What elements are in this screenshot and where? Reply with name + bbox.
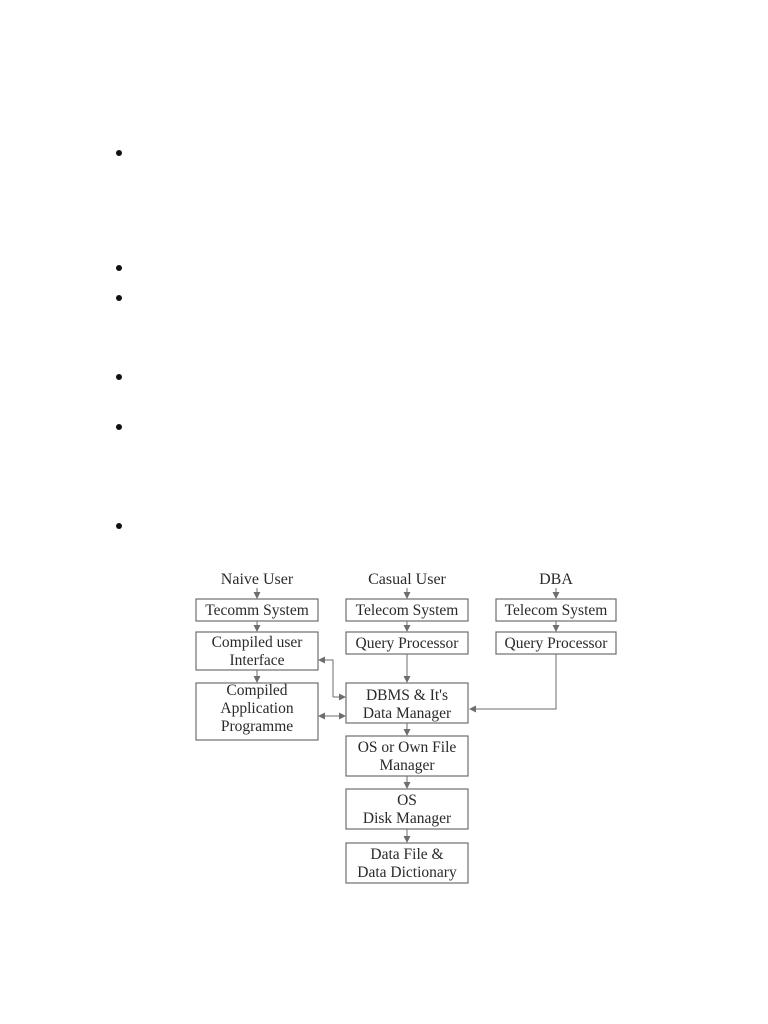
box-label: Telecom System (505, 602, 608, 619)
bullet-marker (116, 265, 122, 271)
box-label: Compiled (226, 682, 287, 699)
box-label: Disk Manager (363, 810, 452, 827)
box-label: Manager (379, 757, 435, 774)
box-compiled-user-interface (195, 631, 319, 671)
arrow-dba-query-to-dbms (469, 654, 557, 713)
box-label: Programme (221, 718, 293, 735)
box-label: Compiled user (212, 634, 304, 651)
box-label: Interface (229, 652, 284, 669)
bullet-marker (116, 295, 122, 301)
box-label: Telecom System (356, 602, 459, 619)
bullet-marker (116, 424, 122, 430)
box-data-file-dictionary (345, 842, 469, 884)
box-label: Query Processor (505, 635, 609, 652)
arrow-dbms-to-compiled-ui (318, 656, 334, 697)
header-dba: DBA (539, 571, 573, 588)
box-label: DBMS & It's (366, 687, 448, 704)
box-label: Data Dictionary (357, 864, 457, 881)
box-os-disk-manager (345, 788, 469, 830)
box-compiled-application-programme (195, 682, 319, 741)
box-label: Query Processor (356, 635, 460, 652)
box-label: Application (220, 700, 293, 717)
box-label: OS or Own File (358, 739, 457, 756)
box-os-own-file-manager (345, 735, 469, 777)
bullet-marker (116, 150, 122, 156)
box-label: OS (397, 792, 417, 809)
box-label: Data Manager (363, 705, 452, 722)
bullet-marker (116, 523, 122, 529)
box-dbms-data-manager (345, 682, 469, 724)
header-naive-user: Naive User (221, 571, 294, 588)
box-label: Tecomm System (205, 602, 309, 619)
bullet-marker (116, 374, 122, 380)
header-casual-user: Casual User (368, 571, 446, 588)
box-label: Data File & (370, 846, 443, 863)
